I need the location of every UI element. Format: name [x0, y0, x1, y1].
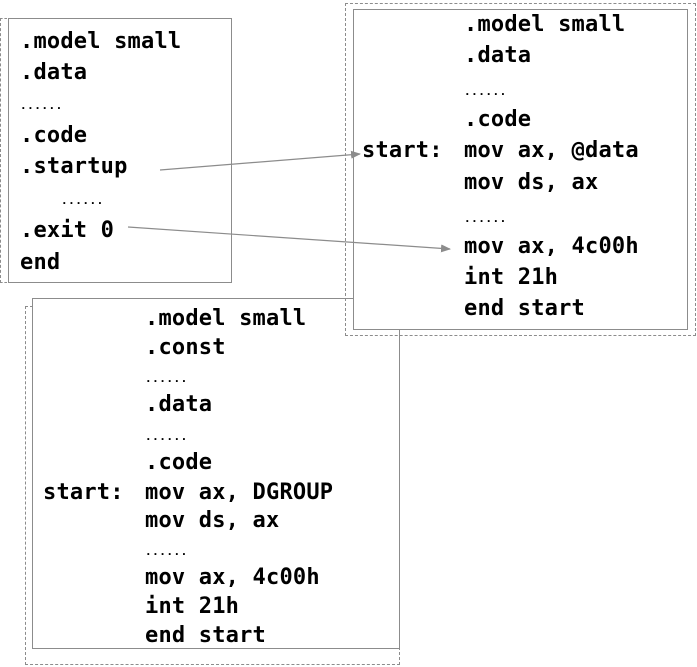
expanded-ellipsis-2: ...... [464, 212, 507, 225]
expanded-data-line: .data [464, 43, 532, 68]
expanded-mov-ax-4c00h-line: mov ax, 4c00h [464, 234, 639, 259]
arrow-startup-to-start [159, 150, 361, 171]
dgroup-code-line: .code [145, 450, 213, 475]
simplified-code-line: .code [20, 123, 88, 148]
dgroup-start-label: start: [43, 480, 124, 505]
expanded-mov-ds-ax-line: mov ds, ax [464, 170, 599, 195]
simplified-panel: .model small .data ...... .code .startup… [8, 18, 232, 283]
simplified-ellipsis-2: ...... [61, 194, 104, 207]
expanded-start-label: start: [362, 138, 443, 163]
expanded-int-21h-line: int 21h [464, 265, 559, 290]
dgroup-mov-ax-dgroup-line: mov ax, DGROUP [145, 480, 334, 505]
simplified-panel-frame [0, 18, 7, 283]
dgroup-panel: .model small .const ...... .data ...... … [32, 298, 400, 649]
expanded-end-start-line: end start [464, 296, 586, 321]
simplified-data-line: .data [20, 60, 88, 85]
dgroup-end-start-line: end start [145, 623, 267, 648]
expanded-panel: .model small .data ...... .code start: m… [353, 9, 688, 330]
dgroup-ellipsis-3: ...... [145, 545, 188, 558]
dgroup-mov-ds-ax-line: mov ds, ax [145, 508, 280, 533]
expanded-ellipsis-1: ...... [464, 85, 507, 98]
expanded-panel-frame [345, 3, 696, 336]
simplified-end-line: end [20, 250, 61, 275]
simplified-startup-line: .startup [20, 154, 128, 179]
arrow-exit-to-mov-4c00h [127, 226, 451, 253]
simplified-model-line: .model small [20, 29, 182, 54]
dgroup-ellipsis-1: ...... [145, 372, 188, 385]
simplified-exit-line: .exit 0 [20, 218, 115, 243]
simplified-ellipsis-1: ...... [20, 99, 63, 112]
dgroup-mov-ax-4c00h-line: mov ax, 4c00h [145, 565, 320, 590]
expanded-model-line: .model small [464, 12, 626, 37]
dgroup-model-line: .model small [145, 306, 307, 331]
dgroup-data-line: .data [145, 392, 213, 417]
expanded-code-line: .code [464, 107, 532, 132]
expanded-mov-ax-data-line: mov ax, @data [464, 138, 639, 163]
dgroup-int-21h-line: int 21h [145, 594, 240, 619]
dgroup-const-line: .const [145, 335, 226, 360]
dgroup-ellipsis-2: ...... [145, 430, 188, 443]
